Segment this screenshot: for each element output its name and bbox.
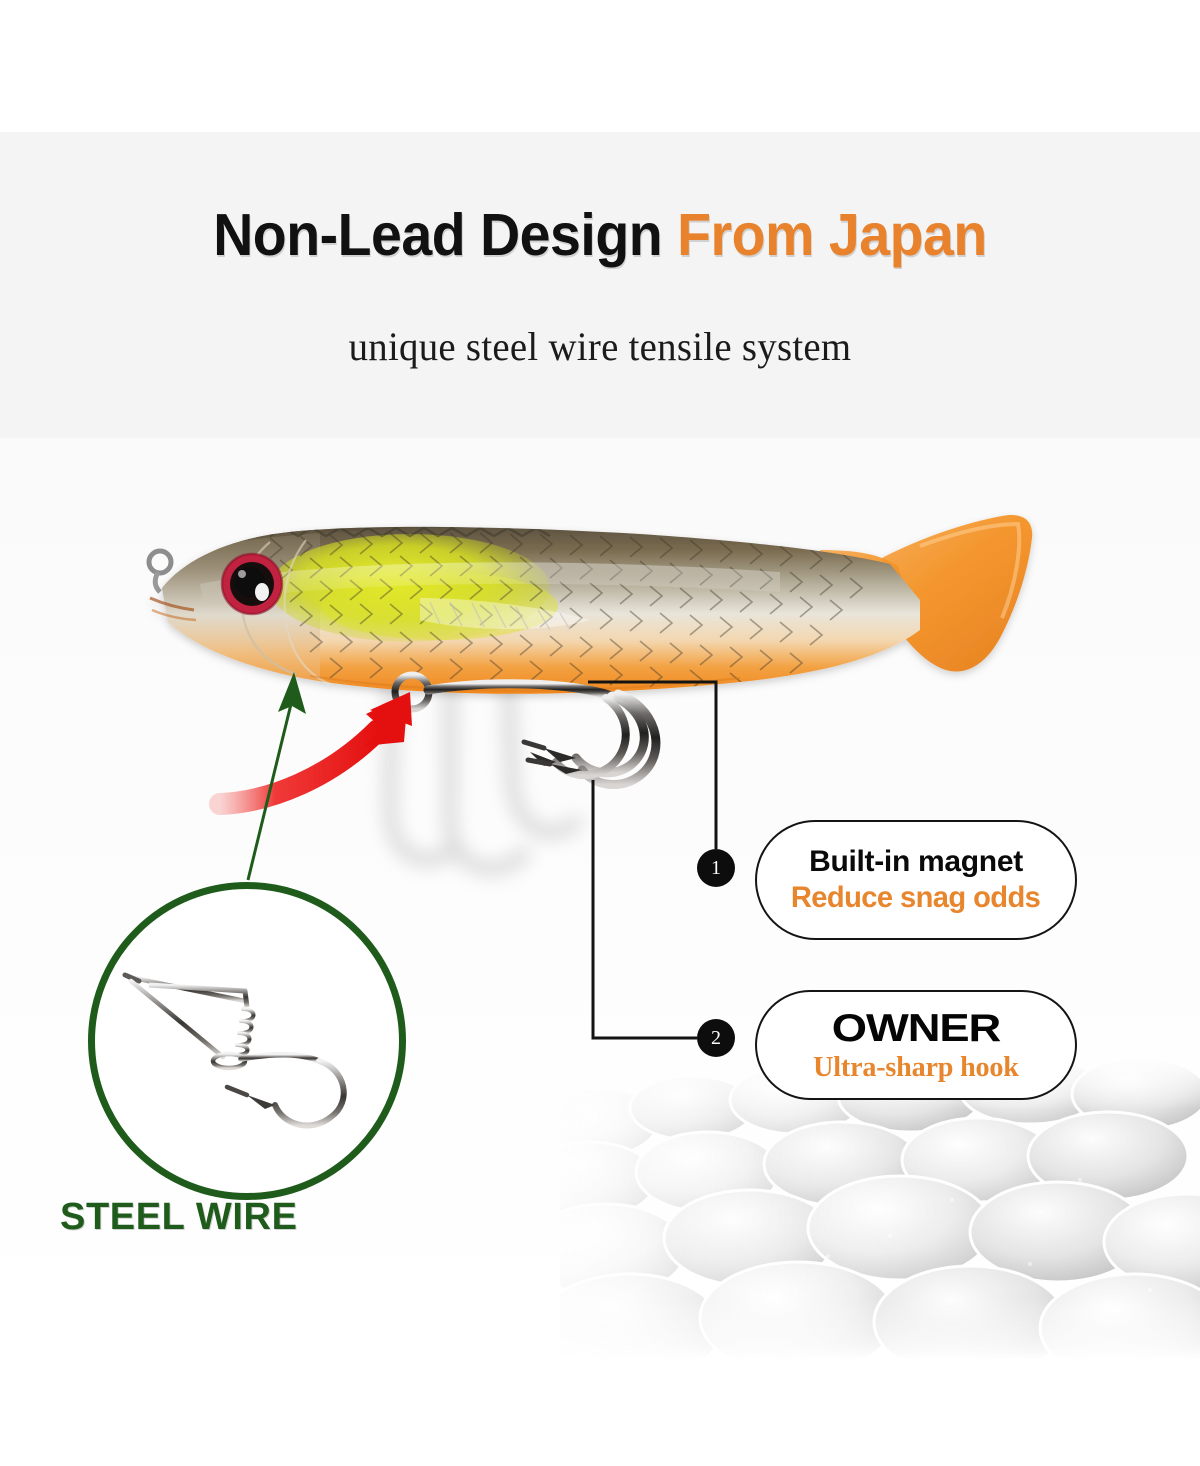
background-band-header [0,132,1200,438]
line-tie-eyelet [146,548,174,576]
callout-2-subtitle: Ultra-sharp hook [813,1051,1019,1084]
hook-ghost [383,669,583,876]
steel-wire-label: STEEL WIRE [60,1196,298,1238]
callout-1-subtitle: Reduce snag odds [791,880,1041,914]
callout-badge-2[interactable]: 2 [697,1019,735,1057]
callout-pill-hook[interactable]: OWNER Ultra-sharp hook [755,990,1077,1100]
background-band-top [0,0,1200,132]
page-title: Non-Lead Design From Japan [36,202,1164,268]
pectoral-fin [420,598,590,629]
page-subtitle: unique steel wire tensile system [348,324,852,369]
callout-badge-1[interactable]: 1 [697,849,735,887]
background-band-bottom [0,1340,1200,1466]
owner-brand-logo: OWNER [831,1006,1002,1050]
lure-illustration [120,480,1120,940]
paddle-tail [882,514,1033,672]
steel-wire-detail-circle [88,882,406,1200]
headline-accent: From Japan [677,202,987,268]
headline-black: Non-Lead Design [213,202,663,268]
lure-body [149,514,1033,694]
motion-arrow-red [209,692,412,815]
lure-eye [220,552,284,616]
riverbed-rocks-texture [560,1060,1200,1360]
callout-1-title: Built-in magnet [809,844,1023,878]
callout-pill-magnet[interactable]: Built-in magnet Reduce snag odds [755,820,1077,940]
